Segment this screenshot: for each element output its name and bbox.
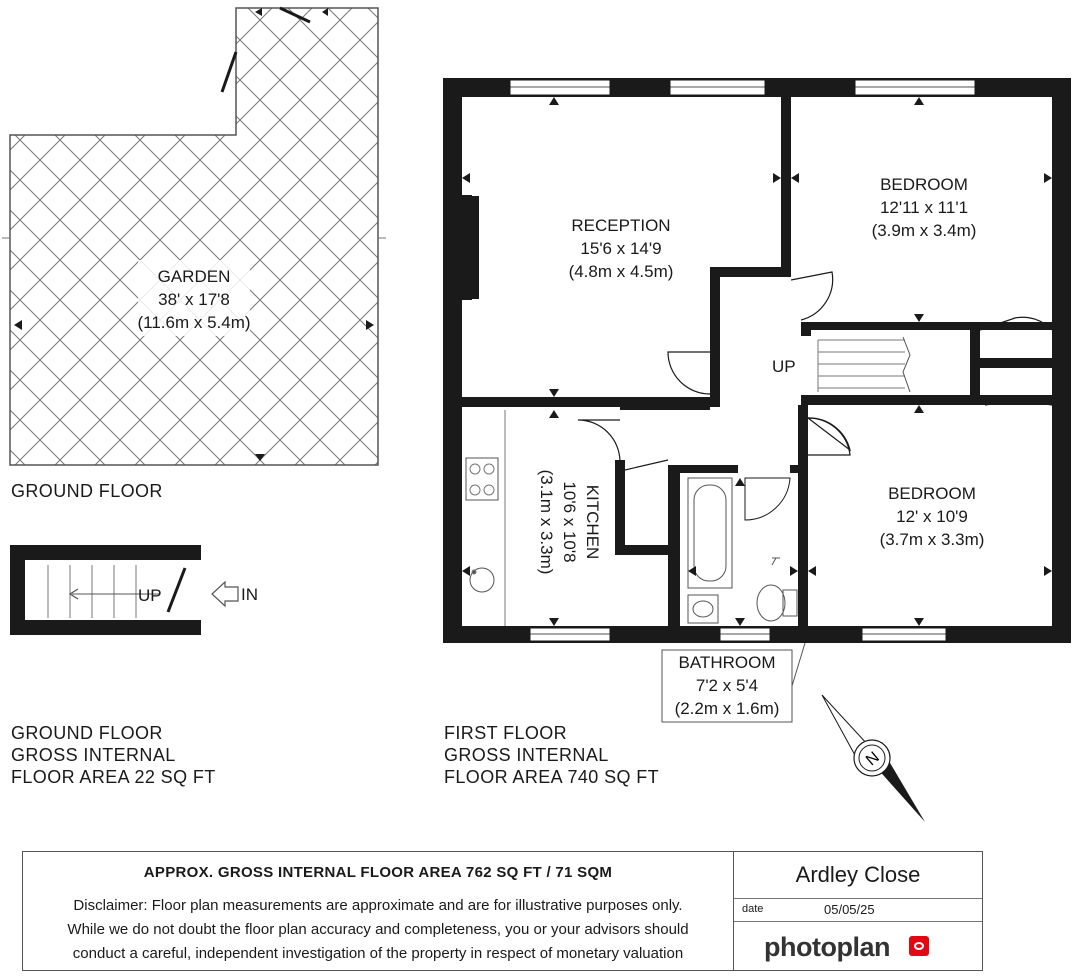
caption-line: GROUND FLOOR bbox=[11, 723, 163, 743]
compass-rose bbox=[821, 694, 925, 822]
reception-metric: (4.8m x 4.5m) bbox=[569, 262, 674, 281]
bathroom-imperial: 7'2 x 5'4 bbox=[696, 676, 758, 695]
bedroom1-imperial: 12'11 x 11'1 bbox=[880, 198, 968, 217]
first-floor-stair bbox=[817, 336, 911, 393]
caption-line: FLOOR AREA 740 SQ FT bbox=[444, 767, 660, 787]
ground-floor-area-caption: GROUND FLOOR GROSS INTERNAL FLOOR AREA 2… bbox=[11, 722, 216, 788]
disclaimer-line: Disclaimer: Floor plan measurements are … bbox=[73, 897, 683, 914]
caption-line: FLOOR AREA 22 SQ FT bbox=[11, 767, 216, 787]
bedroom2-name: BEDROOM bbox=[888, 484, 976, 503]
bathroom-fittings bbox=[687, 477, 798, 624]
kitchen-metric: (3.1m x 3.3m) bbox=[537, 470, 556, 575]
bathroom-callout bbox=[661, 642, 806, 723]
info-left-panel: APPROX. GROSS INTERNAL FLOOR AREA 762 SQ… bbox=[23, 852, 734, 970]
bathroom-name: BATHROOM bbox=[679, 653, 776, 672]
caption-line: FIRST FLOOR bbox=[444, 723, 568, 743]
date-label: date bbox=[742, 903, 764, 915]
ground-floor-title: GROUND FLOOR bbox=[11, 481, 163, 501]
info-box: APPROX. GROSS INTERNAL FLOOR AREA 762 SQ… bbox=[22, 851, 983, 971]
disclaimer-line: While we do not doubt the floor plan acc… bbox=[67, 921, 689, 938]
kitchen-fittings bbox=[465, 410, 506, 626]
first-stair-up-label: UP bbox=[772, 357, 796, 376]
kitchen-imperial: 10'6 x 10'8 bbox=[560, 481, 579, 562]
caption-line: GROSS INTERNAL bbox=[444, 745, 609, 765]
bedroom2-imperial: 12' x 10'9 bbox=[896, 507, 968, 526]
kitchen-name: KITCHEN bbox=[583, 485, 602, 560]
date-value: 05/05/25 bbox=[824, 902, 875, 917]
bedroom2-metric: (3.7m x 3.3m) bbox=[880, 530, 985, 549]
ground-floor-label: GROUND FLOOR bbox=[11, 480, 163, 502]
windows bbox=[509, 79, 976, 642]
date-row: date 05/05/25 bbox=[734, 898, 982, 922]
disclaimer-line: conduct a careful, independent investiga… bbox=[72, 945, 684, 962]
ground-stair-up-label: UP bbox=[138, 586, 162, 605]
property-address: Ardley Close bbox=[795, 862, 921, 887]
camera-icon bbox=[909, 936, 929, 956]
info-right-panel: Ardley Close date 05/05/25 photoplan bbox=[734, 852, 982, 970]
reception-imperial: 15'6 x 14'9 bbox=[580, 239, 661, 258]
garden-imperial: 38' x 17'8 bbox=[158, 290, 230, 309]
disclaimer: Disclaimer: Floor plan measurements are … bbox=[23, 894, 733, 966]
bathroom-metric: (2.2m x 1.6m) bbox=[675, 699, 780, 718]
garden-name: GARDEN bbox=[158, 267, 231, 286]
reception-name: RECEPTION bbox=[571, 216, 670, 235]
entrance-in-label: IN bbox=[241, 585, 258, 604]
area-summary-title: APPROX. GROSS INTERNAL FLOOR AREA 762 SQ… bbox=[143, 864, 613, 881]
first-floor-area-caption: FIRST FLOOR GROSS INTERNAL FLOOR AREA 74… bbox=[444, 722, 659, 788]
caption-line: GROSS INTERNAL bbox=[11, 745, 176, 765]
garden-area bbox=[2, 6, 386, 466]
door-swings bbox=[577, 271, 1053, 521]
ground-floor-stair bbox=[10, 545, 239, 635]
dimension-markers bbox=[462, 97, 1052, 626]
bedroom1-name: BEDROOM bbox=[880, 175, 968, 194]
garden-metric: (11.6m x 5.4m) bbox=[137, 313, 250, 332]
bedroom1-metric: (3.9m x 3.4m) bbox=[872, 221, 977, 240]
brand-logo: photoplan bbox=[764, 932, 890, 962]
